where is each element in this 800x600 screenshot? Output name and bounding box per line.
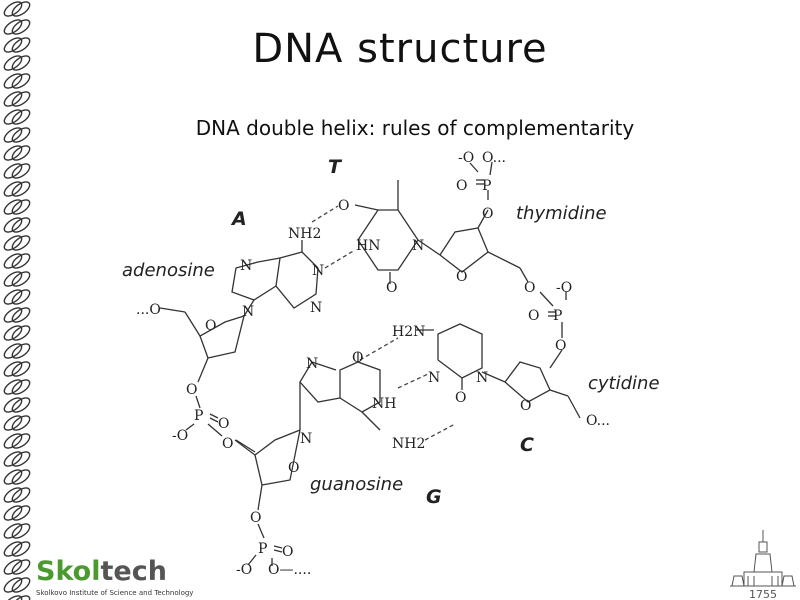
- decorative-border: [0, 0, 34, 600]
- atom-o-minus-bottom: -O: [236, 562, 252, 578]
- atom-nh-guanine: NH: [372, 396, 396, 412]
- hydrogen-bonds: [311, 205, 456, 441]
- bond-lines: [159, 161, 581, 566]
- base-label-g: G: [426, 486, 442, 508]
- atom-o-guanine: O: [352, 350, 363, 366]
- atom-n-adenine-9: N: [242, 304, 254, 320]
- atom-n-thymine: N: [412, 238, 424, 254]
- label-adenosine: adenosine: [122, 260, 215, 281]
- logo-tagline: Skolkovo Institute of Science and Techno…: [36, 589, 194, 597]
- atom-o-thymine-top: O: [338, 198, 349, 214]
- atom-o-dots-top: O...: [482, 150, 506, 166]
- atom-p-top: P: [482, 178, 491, 194]
- atom-o-guanosine-ring: O: [288, 460, 299, 476]
- base-label-c: C: [520, 434, 534, 456]
- atom-nh2-adenine: NH2: [288, 226, 321, 242]
- atom-n-guanine-9: N: [300, 431, 312, 447]
- atom-o-thymine-bottom: O: [386, 280, 397, 296]
- label-thymidine: thymidine: [516, 203, 607, 224]
- skoltech-logo: Skoltech: [36, 556, 168, 600]
- crest-year: 1755: [749, 588, 777, 600]
- atom-p-mid: P: [553, 308, 562, 324]
- atom-labels: NH2 O HN N O N N N N O O P O -O O... O -…: [136, 150, 610, 578]
- page-subtitle: DNA double helix: rules of complementari…: [195, 116, 635, 140]
- logo-tech: tech: [100, 556, 167, 587]
- atom-p-left: P: [194, 408, 203, 424]
- atom-o-eq-left: O: [218, 416, 229, 432]
- atom-n-adenine-7: N: [240, 258, 252, 274]
- atom-o-eq-bottom: O: [282, 544, 293, 560]
- atom-o-left-link: O: [222, 436, 233, 452]
- atom-o-eq-mid: O: [528, 308, 539, 324]
- atom-o-cytosine: O: [455, 390, 466, 406]
- page-title: DNA structure: [252, 26, 548, 72]
- label-guanosine: guanosine: [310, 474, 403, 495]
- atom-o-thymidine-3: O: [482, 206, 493, 222]
- atom-o-adenosine-ring: O: [205, 318, 216, 334]
- label-cytidine: cytidine: [588, 373, 660, 394]
- atom-n-adenine-3: N: [310, 300, 322, 316]
- atom-o-cytidine-3: O: [555, 338, 566, 354]
- atom-o-minus-mid: -O: [556, 280, 572, 296]
- atom-hn-thymine: HN: [356, 238, 380, 254]
- atom-o-link: O: [524, 280, 535, 296]
- atom-p-bottom: P: [258, 541, 267, 557]
- university-crest-icon: 1755: [730, 530, 796, 600]
- atom-o-adenosine-3: O: [186, 382, 197, 398]
- atom-o-dots-bottom: O—....: [268, 562, 311, 578]
- atom-o-minus-left: -O: [172, 428, 188, 444]
- base-label-a: A: [230, 208, 247, 230]
- atom-o-cytidine-ring: O: [520, 398, 531, 414]
- atom-n-adenine-1: N: [312, 263, 324, 279]
- atom-nh2-guanine: NH2: [392, 436, 425, 452]
- atom-dots-o-adenosine: ...O: [136, 302, 161, 318]
- atom-n-cytosine-3: N: [428, 370, 440, 386]
- atom-n-guanine-7: N: [306, 356, 318, 372]
- atom-o-thymidine-ring: O: [456, 269, 467, 285]
- atom-o-dots-cytidine: O...: [586, 413, 610, 429]
- base-label-t: T: [328, 156, 343, 178]
- atom-o-guanosine-3: O: [250, 510, 261, 526]
- atom-n-cytosine-1: N: [476, 370, 488, 386]
- atom-o-eq-top: O: [456, 178, 467, 194]
- atom-h2n-cytosine: H2N: [392, 324, 425, 340]
- atom-o-minus-top: -O: [458, 150, 474, 166]
- logo-skol: Skol: [36, 556, 101, 587]
